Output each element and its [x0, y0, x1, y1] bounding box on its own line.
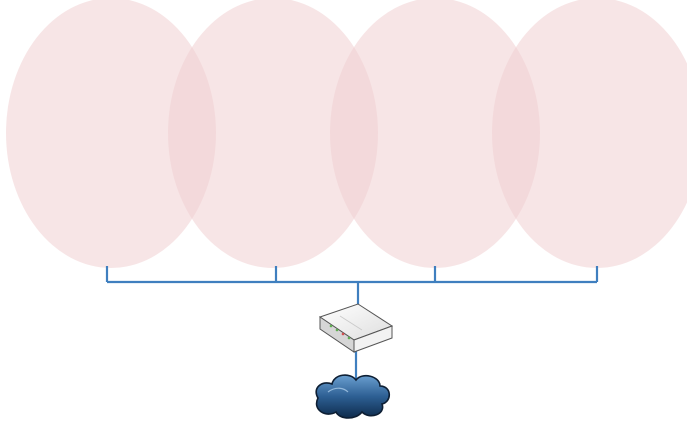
coverage-cells [6, 0, 687, 268]
internet-cloud-icon [315, 374, 391, 419]
coverage-cell-3 [330, 0, 540, 268]
network-switch-icon [318, 303, 394, 353]
coverage-cell-4 [492, 0, 687, 268]
coverage-cell-2 [168, 0, 378, 268]
coverage-cell-1 [6, 0, 216, 268]
